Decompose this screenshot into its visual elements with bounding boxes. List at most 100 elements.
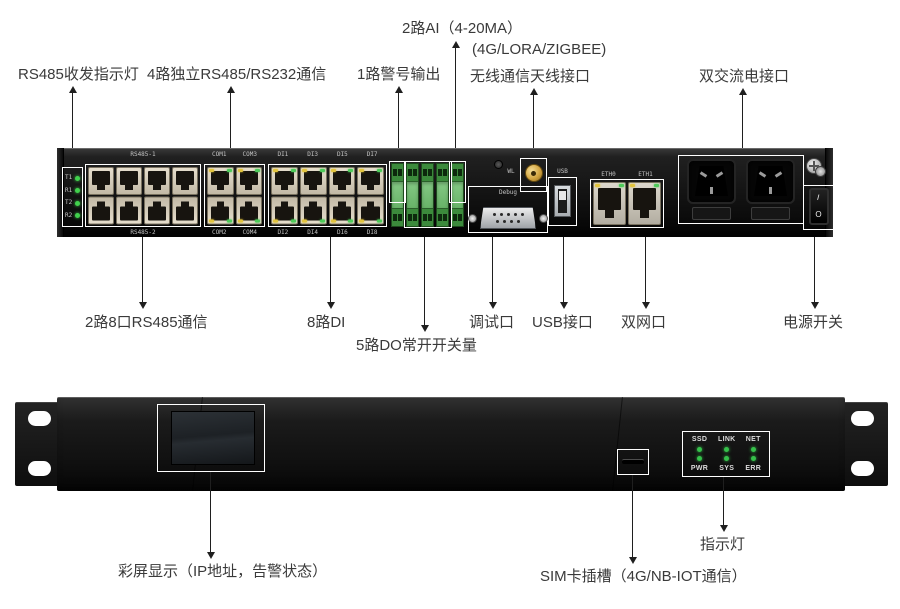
eth1-label: ETH1 [638, 171, 653, 178]
rj45-port [299, 167, 327, 195]
leader-dual-eth [642, 237, 650, 309]
rj45-port [88, 167, 114, 195]
eth0-label: ETH0 [601, 171, 616, 178]
db9-screw-right [539, 213, 548, 223]
di4-label: DI4 [307, 229, 319, 236]
mount-hole [28, 461, 51, 476]
r2-led [75, 213, 81, 219]
ac-inlet-1-face [687, 159, 736, 204]
indicator-led-outline: SSD PWR LINK SYS NET ERR [682, 431, 770, 477]
callout-rs485-indicator: RS485收发指示灯 [18, 66, 139, 83]
callout-indicator: 指示灯 [700, 536, 746, 553]
terminal-connector [437, 164, 448, 182]
rs485-port-grid [88, 167, 198, 224]
leader-screen [207, 472, 215, 559]
led-label-t1: T1 [65, 174, 73, 182]
db9-screw-left [468, 213, 477, 223]
rj45-port [328, 196, 356, 224]
leader-ai [452, 41, 460, 161]
callout-screen: 彩屏显示（IP地址，告警状态） [118, 563, 328, 580]
ssd-label: SSD [691, 436, 708, 443]
leader-do5 [421, 237, 429, 332]
callout-usb-port: USB接口 [532, 314, 593, 331]
leader-dual-ac [739, 88, 747, 155]
t2-led [75, 200, 81, 206]
power-switch-outline: I O [803, 185, 834, 230]
terminal-connector [392, 208, 403, 226]
ssd-led [697, 447, 703, 452]
rj45-port [207, 167, 234, 195]
usb-label: USB [557, 168, 568, 175]
indicator-led-cluster: SSD PWR LINK SYS NET ERR [686, 435, 766, 473]
callout-di8: 8路DI [307, 314, 346, 331]
rack-ear-left [15, 402, 65, 486]
callout-rs485-2x8: 2路8口RS485通信 [85, 314, 208, 331]
terminal-connector [437, 208, 448, 226]
db9-pin-row-bottom [496, 220, 520, 224]
ac-inlet-2-face [746, 159, 795, 204]
rj45-port [144, 167, 170, 195]
leader-debug-port [489, 237, 497, 309]
rj45-port [235, 167, 262, 195]
mount-hole [28, 411, 51, 426]
sys-led [724, 456, 730, 461]
led-label-r2: R2 [65, 211, 73, 219]
rj45-port [116, 167, 142, 195]
com-bottom-labels: COM2 COM4 [204, 229, 265, 236]
di3-label: DI3 [307, 151, 319, 158]
rj45-port [88, 196, 114, 224]
db9-body [480, 207, 536, 229]
err-label: ERR [745, 465, 762, 472]
chassis-screw [494, 160, 503, 169]
leader-rs485-2x8 [139, 237, 147, 309]
terminal-connector [407, 208, 418, 226]
terminal-connector [422, 164, 433, 182]
rj45-port [144, 196, 170, 224]
rs485-port-bank-outline [85, 164, 201, 227]
rj45-port [628, 182, 661, 225]
led-column-net-err: NET ERR [745, 435, 761, 473]
terminal-column-alarm [391, 163, 404, 227]
pwr-led [697, 456, 703, 461]
di7-label: DI7 [366, 151, 378, 158]
com-top-labels: COM1 COM3 [204, 151, 265, 158]
rj45-port [593, 182, 626, 225]
eth-port-grid [593, 182, 661, 225]
led-row-t1: T1 [64, 175, 81, 181]
ac-inlet-2 [746, 159, 795, 220]
leader-wireless [530, 88, 538, 158]
r1-led [75, 188, 81, 194]
callout-four-com: 4路独立RS485/RS232通信 [147, 66, 327, 83]
com4-label: COM4 [242, 229, 257, 236]
callout-sim: SIM卡插槽（4G/NB-IOT通信） [540, 568, 747, 585]
leader-rs485-indicator [69, 86, 77, 167]
terminal-connector [452, 164, 463, 182]
callout-wireless-sub: (4G/LORA/ZIGBEE) [472, 41, 607, 58]
terminal-connector [407, 164, 418, 182]
rj45-port [299, 196, 327, 224]
ac-inlet-outline [678, 155, 804, 224]
led-row-t2: T2 [64, 200, 81, 206]
mount-hole [851, 461, 874, 476]
rj45-port [271, 167, 298, 195]
sma-antenna-connector [524, 164, 543, 182]
switch-on-mark: I [816, 192, 821, 203]
fuse-drawer-1 [692, 207, 731, 220]
db9-pin-row-top [492, 212, 524, 216]
terminal-connector [392, 164, 403, 182]
ac-inlet-1 [687, 159, 736, 220]
rs485-indicator-led-box: T1 R1 T2 R2 [62, 167, 83, 227]
rj45-port [207, 196, 234, 224]
sim-slot-outline [617, 449, 649, 475]
callout-debug-port: 调试口 [469, 314, 515, 331]
rs485-indicator-leds: T1 R1 T2 R2 [64, 169, 81, 225]
usb-outline [548, 177, 577, 226]
di-top-labels: DI1 DI3 DI5 DI7 [268, 151, 387, 158]
callout-dual-eth: 双网口 [621, 314, 667, 331]
switch-off-mark: O [815, 210, 822, 219]
di6-label: DI6 [336, 229, 348, 236]
terminal-body [452, 182, 463, 208]
rs485-bank-bottom-label: RS485-2 [130, 229, 156, 236]
rj45-port [172, 196, 198, 224]
